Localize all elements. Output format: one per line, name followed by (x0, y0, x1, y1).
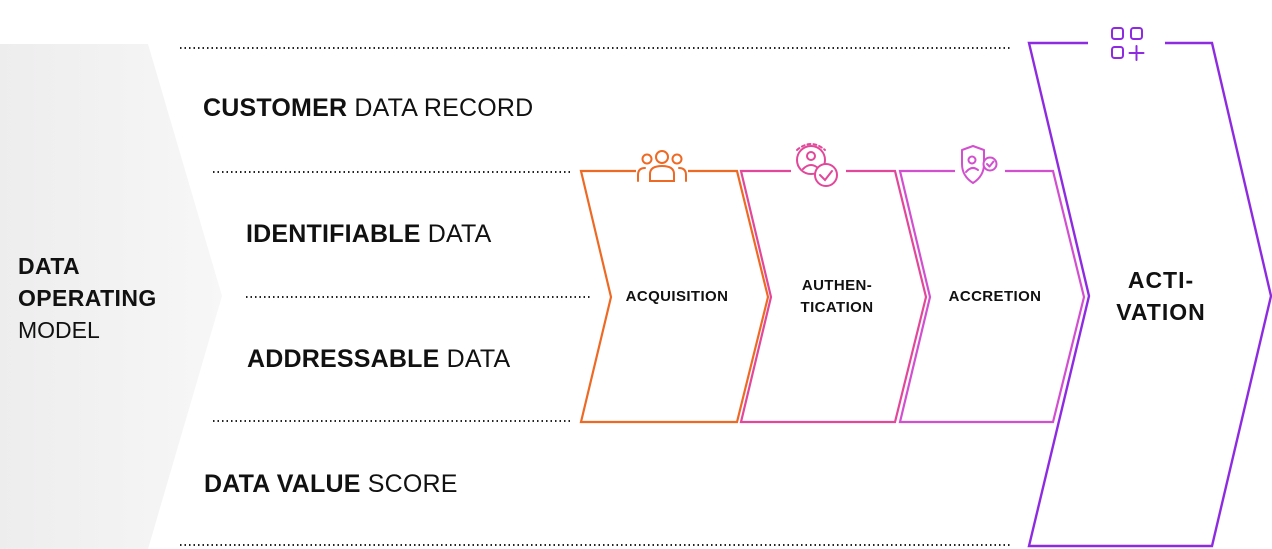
accretion-chevron (898, 169, 1086, 424)
model-title-line1: DATA (18, 253, 81, 279)
band-label-bold: ADDRESSABLE (247, 345, 440, 373)
band-label-rest: SCORE (360, 470, 458, 498)
stage-label-line1: AUTHEN- (801, 277, 873, 294)
band-label-rest: DATA (439, 345, 511, 373)
band-label-data-value-score: DATA VALUE SCORE (204, 472, 458, 497)
shield-user-icon (961, 145, 998, 184)
band-label-bold: DATA VALUE (204, 470, 361, 498)
activation-label: ACTI- VATION (1095, 264, 1227, 328)
band-label-identifiable-data: IDENTIFIABLE DATA (246, 222, 492, 247)
model-title-line3: MODEL (18, 317, 100, 343)
band-label-addressable-data: ADDRESSABLE DATA (247, 347, 510, 372)
activation-label-line1: ACTI- (1127, 267, 1195, 293)
model-title: DATA OPERATING MODEL (18, 250, 157, 346)
stage-label-acquisition: ACQUISITION (625, 288, 729, 305)
activation-label-line2: VATION (1116, 299, 1206, 325)
authentication-chevron (739, 169, 928, 424)
stage-label-authentication: AUTHEN- TICATION (771, 275, 903, 319)
stage-label-accretion: ACCRETION (948, 288, 1042, 305)
apps-add-icon (1111, 27, 1145, 61)
stage-label-line2: TICATION (800, 299, 874, 316)
people-group-icon (637, 150, 687, 182)
activation-chevron (1027, 41, 1272, 548)
user-verified-icon (796, 143, 838, 187)
band-label-rest: DATA RECORD (347, 94, 534, 122)
model-chevron-band (0, 44, 222, 549)
band-label-bold: CUSTOMER (203, 94, 348, 122)
band-label-customer-data-record: CUSTOMER DATA RECORD (203, 96, 533, 121)
model-title-line2: OPERATING (18, 285, 157, 311)
dotted-separators (180, 47, 1012, 546)
acquisition-chevron (579, 169, 770, 424)
band-label-rest: DATA (420, 220, 492, 248)
band-label-bold: IDENTIFIABLE (246, 220, 421, 248)
